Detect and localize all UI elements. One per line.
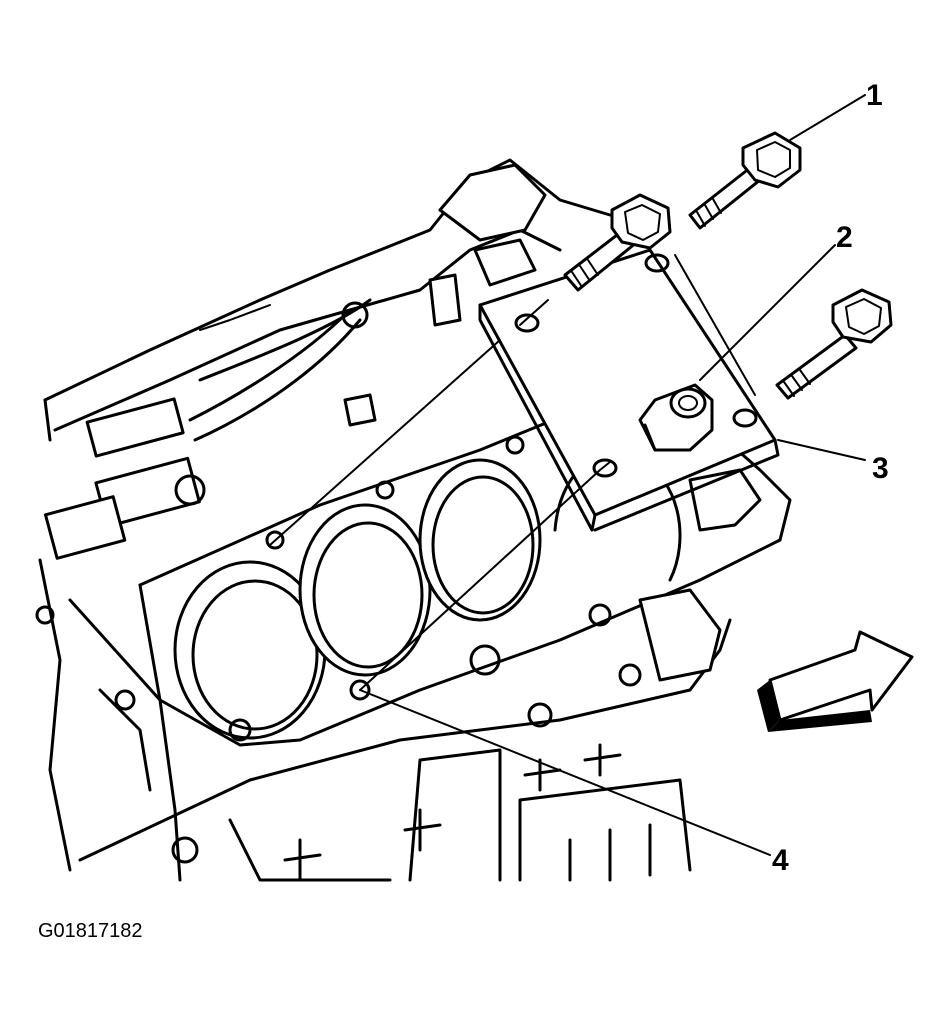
callout-2: 2 [836, 221, 853, 254]
dowel-sleeve [638, 383, 714, 452]
leader-lines [269, 94, 866, 856]
callout-4: 4 [772, 844, 789, 877]
fixture-plate [478, 248, 780, 532]
engine-block [43, 158, 612, 560]
callout-3: 3 [872, 452, 889, 485]
bolt-right-upper [688, 131, 802, 230]
direction-arrow-icon [757, 630, 914, 732]
bolt-left-upper [563, 193, 672, 292]
callout-1: 1 [866, 79, 883, 112]
lower-block [35, 468, 762, 882]
cylinder-deck [138, 398, 792, 747]
figure-id: G01817182 [38, 920, 143, 942]
bolt-right-lower [775, 288, 893, 400]
